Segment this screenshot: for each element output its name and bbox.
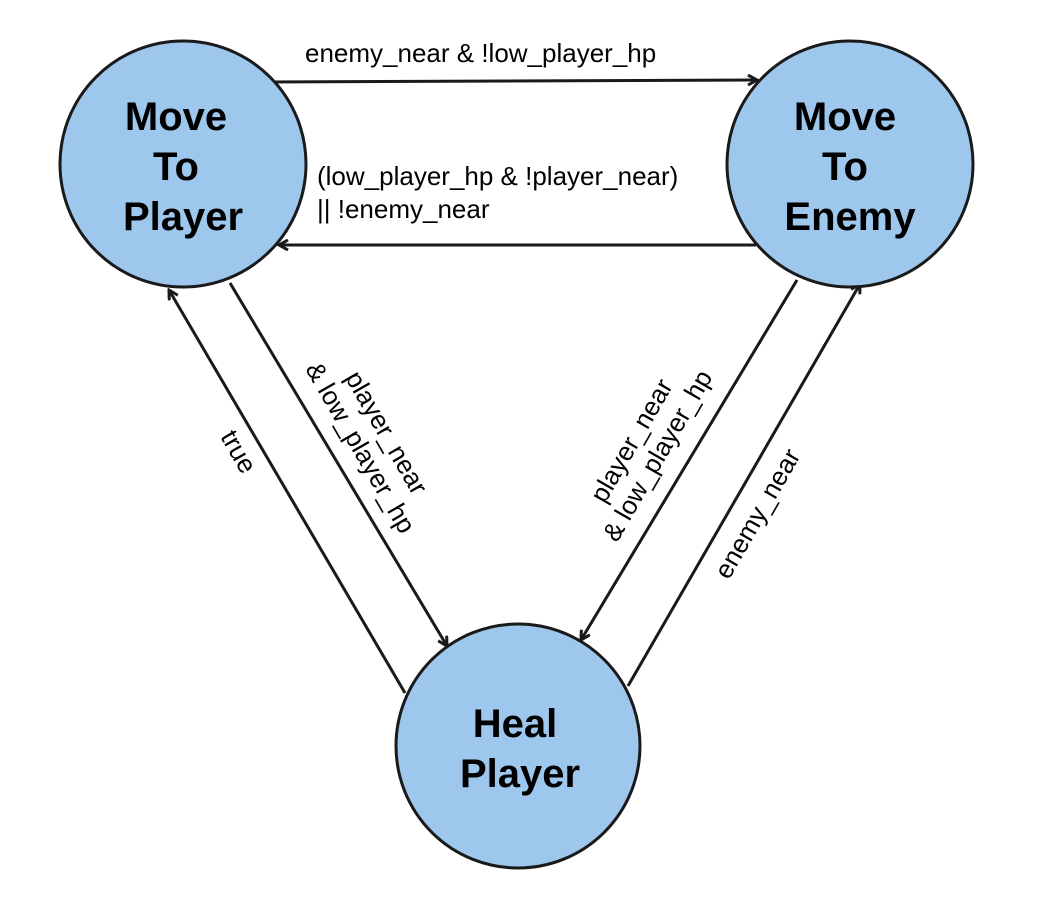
edge-label-player-to-heal: player_near & low_player_hp <box>300 357 435 538</box>
edge-label-enemy-to-player: (low_player_hp & !player_near) <box>317 161 678 191</box>
edge-heal-to-enemy <box>626 284 860 687</box>
state-move-to-player: Move To Player <box>58 39 308 289</box>
state-label-line: Move <box>125 95 227 139</box>
edge-label-line: true <box>215 425 263 479</box>
edge-heal-to-player <box>169 290 407 694</box>
state-label-line: Player <box>123 195 243 239</box>
state-label-line: To <box>153 145 199 189</box>
edge-enemy-to-heal <box>581 279 799 640</box>
state-move-to-enemy: Move To Enemy <box>725 39 975 289</box>
state-label-line: To <box>822 145 868 189</box>
edge-label-player-to-enemy: enemy_near & !low_player_hp <box>305 38 656 68</box>
edge-player-to-heal <box>228 282 447 646</box>
edge-label-enemy-to-player: || !enemy_near <box>317 194 490 224</box>
edge-label-heal-to-player: true <box>215 425 263 479</box>
state-label-line: Heal <box>473 702 558 746</box>
state-label-line: Enemy <box>784 195 916 239</box>
state-label-line: Move <box>794 95 896 139</box>
state-heal-player: Heal Player <box>394 622 642 870</box>
edge-player-to-enemy <box>266 80 757 82</box>
state-label-line: Player <box>460 752 580 796</box>
